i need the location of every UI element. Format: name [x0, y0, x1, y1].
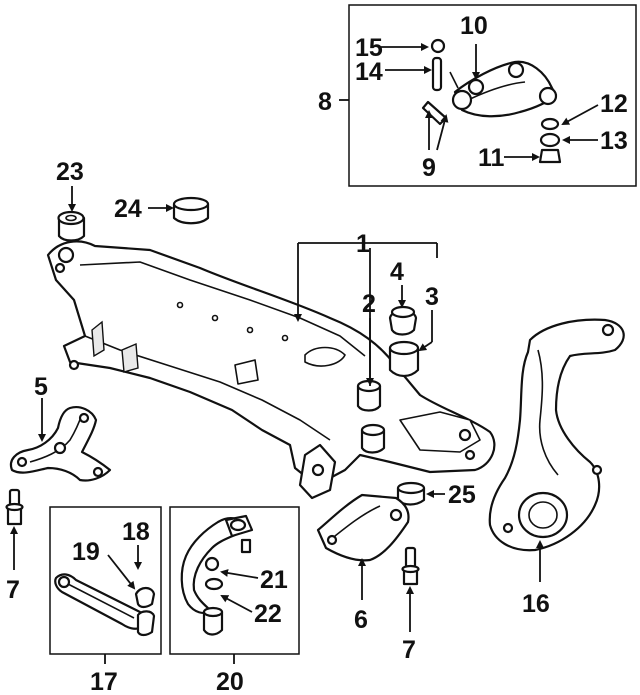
- callout-21: 21: [260, 566, 288, 594]
- callout-13: 13: [600, 127, 628, 155]
- callout-1: 1: [356, 230, 370, 258]
- callout-25: 25: [448, 481, 476, 509]
- callout-3: 3: [425, 283, 439, 311]
- callout-12: 12: [600, 90, 628, 118]
- upper-arm-inset-box: [348, 4, 637, 187]
- upper-control-arm: [451, 60, 558, 118]
- callout-10: 10: [460, 12, 488, 40]
- callout-23: 23: [56, 158, 84, 186]
- bushing-24: [172, 196, 210, 225]
- bolt-7-left: [5, 488, 24, 526]
- crossmember: [46, 240, 496, 500]
- callout-14: 14: [355, 58, 383, 86]
- callout-20: 20: [216, 668, 244, 695]
- callout-22: 22: [254, 600, 282, 628]
- callout-4: 4: [390, 258, 404, 286]
- callout-17: 17: [90, 668, 118, 695]
- bushing-25: [396, 481, 426, 506]
- callout-24: 24: [114, 195, 142, 223]
- lower-control-arm-20: [180, 514, 254, 636]
- callout-15: 15: [355, 34, 383, 62]
- crossmember-bushings: [356, 379, 386, 454]
- callout-7-left: 7: [6, 576, 20, 604]
- stabilizer-link: [421, 38, 459, 126]
- callout-19: 19: [72, 538, 100, 566]
- bracket-6: [316, 493, 410, 562]
- callout-9: 9: [422, 154, 436, 182]
- bracket-5: [9, 406, 112, 482]
- callout-5: 5: [34, 373, 48, 401]
- steering-knuckle: [488, 318, 625, 552]
- bushing-3: [388, 340, 420, 378]
- callout-7-right: 7: [402, 636, 416, 664]
- lower-control-arm-17: [54, 573, 156, 637]
- callout-6: 6: [354, 606, 368, 634]
- bushing-23: [57, 210, 86, 242]
- callout-18: 18: [122, 518, 150, 546]
- bushing-4: [388, 305, 418, 336]
- callout-2: 2: [362, 290, 376, 318]
- callout-8: 8: [318, 88, 332, 116]
- bolt-7-right: [401, 546, 420, 586]
- callout-16: 16: [522, 590, 550, 618]
- callout-11: 11: [478, 144, 505, 172]
- bushing-small-parts: [467, 78, 562, 164]
